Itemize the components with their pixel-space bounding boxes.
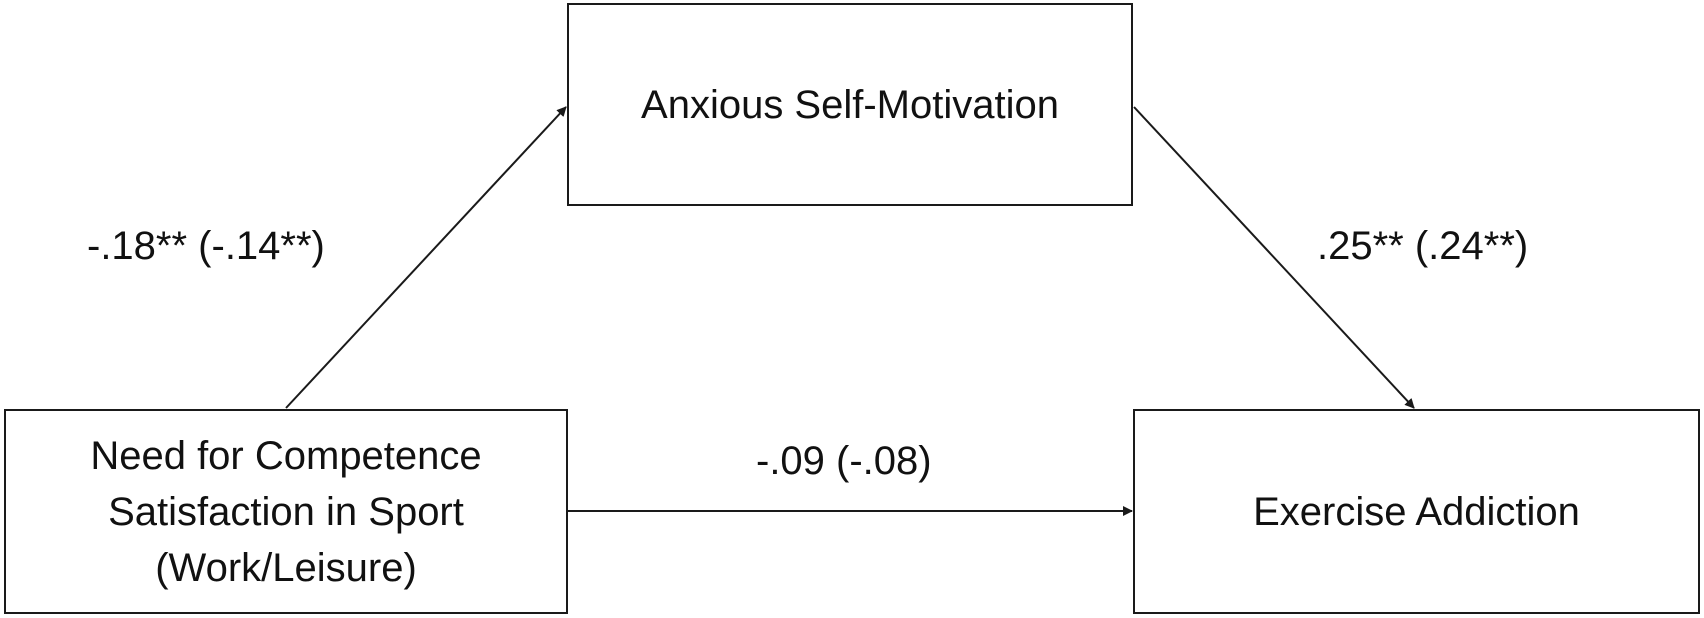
predictor-box: Need for Competence Satisfaction in Spor…: [4, 409, 568, 614]
arrow-mediator-to-outcome: [1133, 106, 1415, 409]
predictor-label-line-3: (Work/Leisure): [155, 545, 417, 590]
predictor-label-line-2: Satisfaction in Sport: [108, 489, 464, 534]
path-b-coefficient: .25** (.24**): [1317, 224, 1529, 268]
predictor-label-line-1: Need for Competence: [90, 433, 482, 478]
path-a-coefficient: -.18** (-.14**): [87, 224, 325, 268]
outcome-box: Exercise Addiction: [1133, 409, 1700, 614]
mediator-label: Anxious Self-Motivation: [641, 82, 1059, 127]
outcome-label: Exercise Addiction: [1253, 489, 1580, 534]
arrow-predictor-to-mediator: [285, 106, 567, 409]
mediator-box: Anxious Self-Motivation: [567, 3, 1133, 206]
path-c-coefficient: -.09 (-.08): [756, 439, 932, 483]
